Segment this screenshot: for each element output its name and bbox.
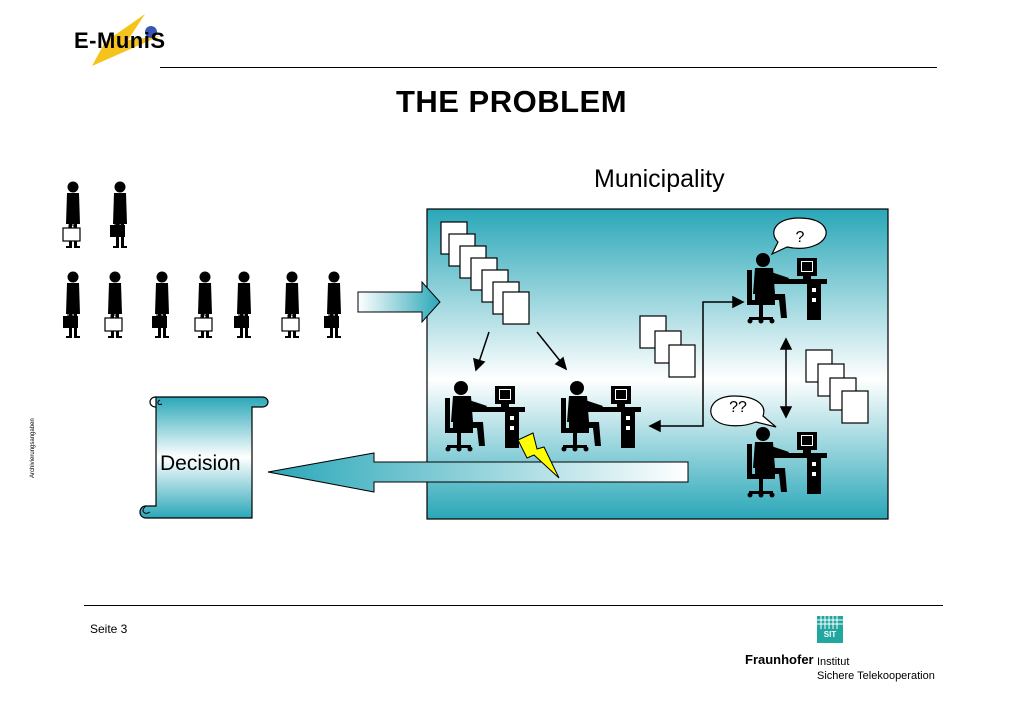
citizen-queue [62,181,341,338]
speech-bubble-double [710,395,777,428]
logo-text: E-MuniS [74,28,166,53]
routing-arrows [648,295,793,433]
institute-name: Fraunhofer [745,652,814,667]
institute-line-1: Institut [817,656,850,668]
sit-badge-text: SIT [823,630,837,639]
municipality-label: Municipality [594,165,725,193]
header-divider [160,67,937,68]
logo [92,14,160,66]
double-question-text: ?? [729,399,747,416]
decision-scroll [139,396,269,519]
decision-label: Decision [160,452,241,475]
page-title: THE PROBLEM [395,84,628,119]
person-figure [327,271,341,338]
logo-dot [145,26,157,38]
distribution-arrows [473,331,568,372]
return-arrow [267,452,689,493]
person-figure [237,271,251,338]
conflict-bolt-icon [517,432,560,479]
sit-badge [817,616,843,643]
question-mark-text: ? [795,229,805,246]
person-figure [113,181,127,248]
page-number: Seite 3 [90,622,128,636]
institute-line-2: Sichere Telekooperation [817,670,935,682]
incoming-arrow [357,280,441,324]
footer-divider [84,605,943,606]
archive-label: Archivierungsangaben [30,418,36,478]
person-figure [155,271,169,338]
person-figure [66,271,80,338]
speech-bubble-single [770,217,827,256]
